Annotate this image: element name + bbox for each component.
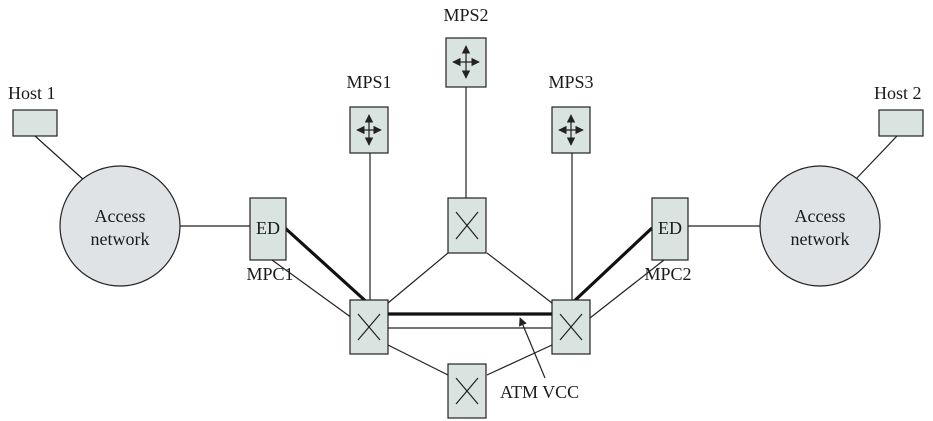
- atm-vcc-label: ATM VCC: [500, 382, 579, 402]
- link-bottom-right-switch: [486, 344, 553, 376]
- link-top-left-switch: [387, 252, 449, 304]
- mpc2-label: MPC2: [644, 264, 691, 284]
- edge-device-right-box: [651, 197, 689, 261]
- atm-switch-top: [447, 197, 487, 254]
- access-network-right: Access network: [759, 165, 881, 287]
- atm-vcc-path-left: [283, 226, 372, 307]
- access-network-left-label-2: network: [91, 229, 150, 249]
- x-cross-icon: [357, 313, 381, 341]
- edge-device-left-box: [249, 197, 287, 261]
- four-way-arrow-icon: [452, 45, 480, 79]
- host-1-label: Host 1: [8, 83, 56, 103]
- mps-3-label: MPS3: [548, 72, 593, 92]
- atm-vcc-pointer-arrow: [519, 317, 546, 379]
- host-2: Host 2: [874, 83, 924, 137]
- access-network-right-circle: [759, 165, 881, 287]
- link-host1-access: [34, 135, 86, 182]
- connection-lines: [34, 87, 898, 379]
- access-network-left: Access network: [59, 165, 181, 287]
- edge-device-left-label: ED: [256, 218, 280, 238]
- link-top-right-switch: [486, 252, 553, 304]
- host-2-box: [878, 109, 924, 137]
- host-1-box: [12, 109, 58, 137]
- access-network-left-label-1: Access: [95, 206, 146, 226]
- host-2-label: Host 2: [874, 83, 922, 103]
- atm-vcc-path-right: [568, 226, 654, 307]
- edge-device-right-label: ED: [658, 218, 682, 238]
- access-network-left-circle: [59, 165, 181, 287]
- edge-device-right: ED MPC2: [644, 197, 692, 284]
- x-cross-icon: [455, 211, 479, 240]
- x-cross-icon: [455, 377, 479, 405]
- mps-2-label: MPS2: [443, 5, 488, 25]
- mps-1-label: MPS1: [346, 72, 391, 92]
- atm-switch-left: [349, 299, 389, 355]
- edge-device-left: ED MPC1: [246, 197, 294, 284]
- four-way-arrow-icon: [356, 114, 382, 146]
- mps-1: MPS1: [346, 72, 392, 154]
- link-ed-right-switch: [589, 259, 665, 319]
- atm-switch-bottom: [447, 363, 487, 419]
- link-bottom-left-switch: [387, 344, 449, 376]
- link-host2-access: [854, 135, 898, 181]
- host-1: Host 1: [8, 83, 58, 137]
- mpc1-label: MPC1: [246, 264, 293, 284]
- mps-3: MPS3: [548, 72, 594, 154]
- access-network-right-label-1: Access: [795, 206, 846, 226]
- x-cross-icon: [559, 313, 583, 341]
- link-ed-left-switch: [271, 259, 353, 319]
- four-way-arrow-icon: [558, 114, 584, 146]
- access-network-right-label-2: network: [791, 229, 850, 249]
- atm-switch-right: [551, 299, 591, 355]
- mps-2: MPS2: [443, 5, 489, 88]
